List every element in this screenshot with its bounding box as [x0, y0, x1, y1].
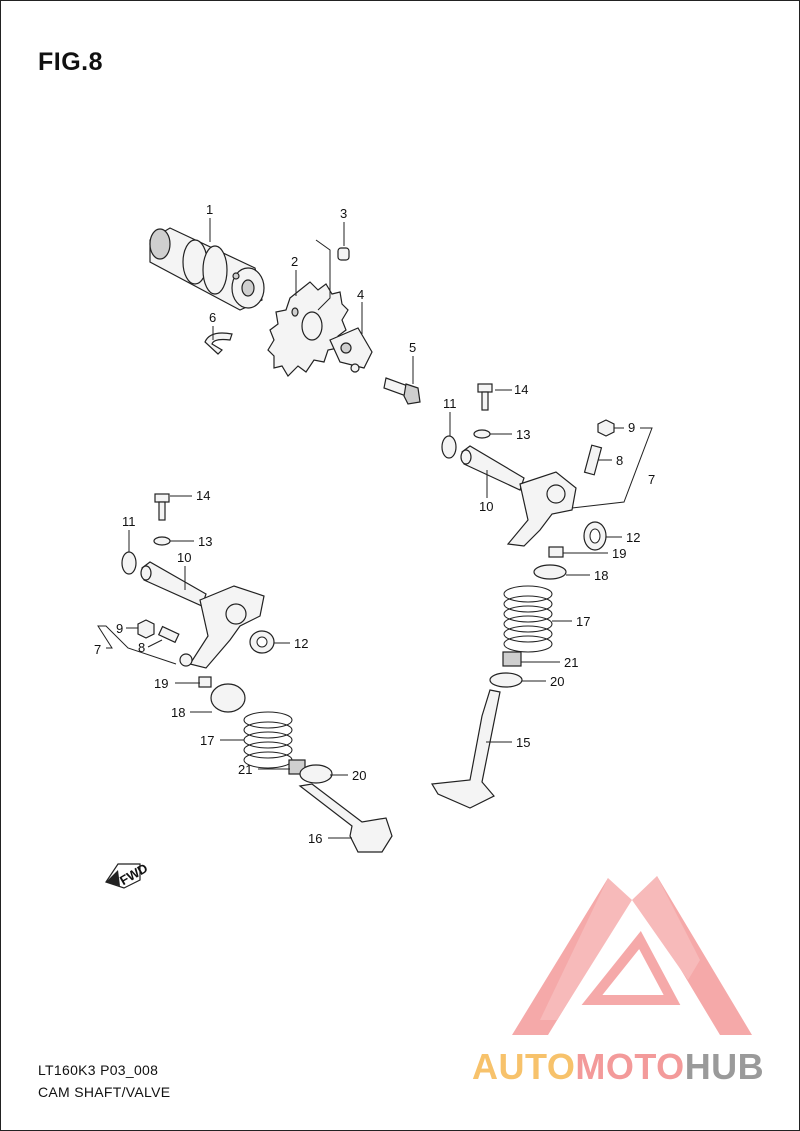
callout-9-right: 9	[628, 420, 635, 435]
watermark-logo	[512, 876, 752, 1035]
watermark-auto: AUTO	[472, 1046, 576, 1087]
callout-11-right: 11	[443, 396, 457, 411]
callout-12-left: 12	[294, 636, 308, 651]
right-rocker-assembly	[431, 383, 615, 809]
callout-19-right: 19	[612, 546, 626, 561]
cam-plate-part	[329, 327, 373, 373]
callout-6: 6	[209, 310, 216, 325]
callout-2: 2	[291, 254, 298, 269]
callout-20-left: 20	[352, 768, 366, 783]
callout-4: 4	[357, 287, 364, 302]
callout-7-right: 7	[648, 472, 655, 487]
leader-lines	[97, 218, 653, 839]
callout-8-left: 8	[138, 640, 145, 655]
figure-caption: CAM SHAFT/VALVE	[38, 1084, 171, 1100]
callout-21-right: 21	[564, 655, 578, 670]
watermark-hub: HUB	[684, 1046, 765, 1087]
callout-16: 16	[308, 831, 322, 846]
dowel-pin-part	[337, 247, 350, 261]
callout-14-left: 14	[196, 488, 210, 503]
callout-1: 1	[206, 202, 213, 217]
callout-labels: 1 2 3 4 5 6 14 11 13 9 8 7 10 12 19 18 1…	[94, 202, 655, 846]
callout-7-left: 7	[94, 642, 101, 657]
camshaft-part	[149, 227, 265, 311]
left-rocker-assembly	[121, 493, 393, 853]
circlip-part	[204, 332, 233, 355]
callout-3: 3	[340, 206, 347, 221]
callout-14-right: 14	[514, 382, 528, 397]
callout-18-right: 18	[594, 568, 608, 583]
callout-13-right: 13	[516, 427, 530, 442]
callout-18-left: 18	[171, 705, 185, 720]
callout-19-left: 19	[154, 676, 168, 691]
callout-8-right: 8	[616, 453, 623, 468]
callout-21-left: 21	[238, 762, 252, 777]
callout-5: 5	[409, 340, 416, 355]
figure-code: LT160K3 P03_008	[38, 1062, 159, 1078]
cam-bolt-part	[383, 377, 421, 405]
callout-17-left: 17	[200, 733, 214, 748]
callout-9-left: 9	[116, 621, 123, 636]
callout-20-right: 20	[550, 674, 564, 689]
callout-15: 15	[516, 735, 530, 750]
cam-sprocket-part	[267, 281, 349, 377]
figure-title: FIG.8	[38, 48, 104, 76]
callout-12-right: 12	[626, 530, 640, 545]
forward-direction-arrow: FWD	[105, 860, 150, 889]
watermark-text: AUTOMOTOHUB	[472, 1046, 764, 1088]
callout-17-right: 17	[576, 614, 590, 629]
callout-10-right: 10	[479, 499, 493, 514]
callout-13-left: 13	[198, 534, 212, 549]
watermark-moto: MOTO	[575, 1046, 685, 1087]
callout-10-left: 10	[177, 550, 191, 565]
callout-11-left: 11	[122, 514, 136, 529]
